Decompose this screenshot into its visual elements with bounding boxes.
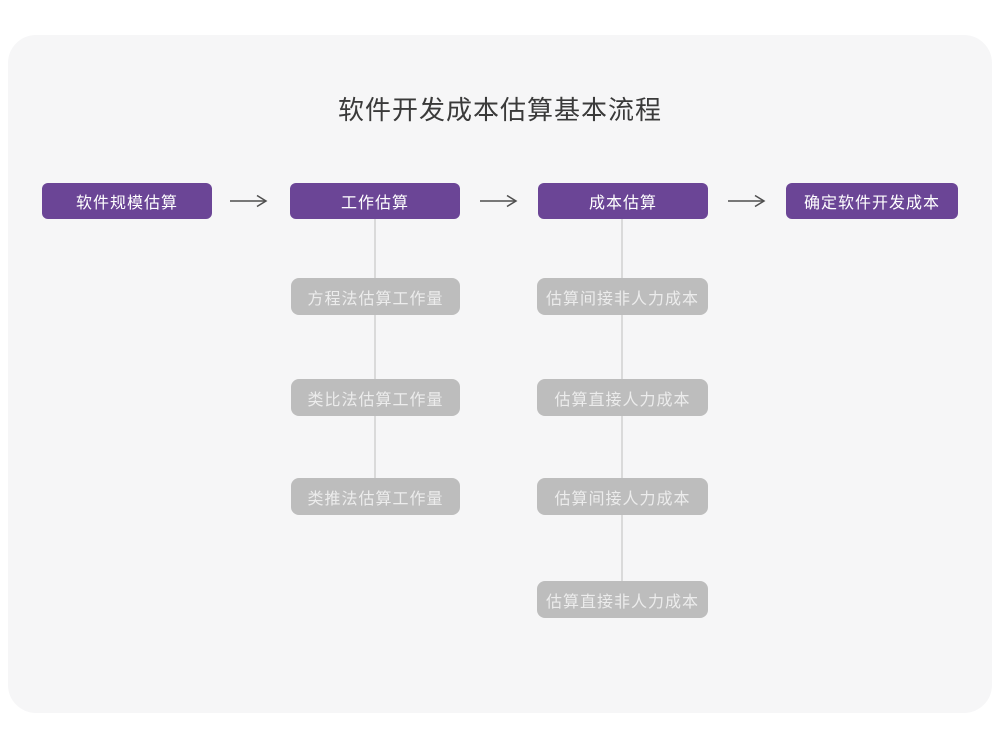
flow-node-cost-estimation: 成本估算	[538, 183, 708, 219]
sub-node-equation-method: 方程法估算工作量	[291, 278, 460, 315]
flow-node-software-scale-estimation: 软件规模估算	[42, 183, 212, 219]
diagram-card	[8, 35, 992, 713]
flow-node-work-estimation: 工作估算	[290, 183, 460, 219]
arrow-right-icon	[728, 194, 766, 208]
sub-node-indirect-non-labor-cost: 估算间接非人力成本	[537, 278, 708, 315]
connector-line-work-estimation	[374, 219, 376, 479]
arrow-right-icon	[230, 194, 268, 208]
sub-node-extrapolation-method: 类推法估算工作量	[291, 478, 460, 515]
sub-node-analogy-method: 类比法估算工作量	[291, 379, 460, 416]
sub-node-indirect-labor-cost: 估算间接人力成本	[537, 478, 708, 515]
diagram-title: 软件开发成本估算基本流程	[337, 95, 662, 125]
flow-node-determine-development-cost: 确定软件开发成本	[786, 183, 958, 219]
arrow-right-icon	[480, 194, 518, 208]
sub-node-direct-non-labor-cost: 估算直接非人力成本	[537, 581, 708, 618]
sub-node-direct-labor-cost: 估算直接人力成本	[537, 379, 708, 416]
